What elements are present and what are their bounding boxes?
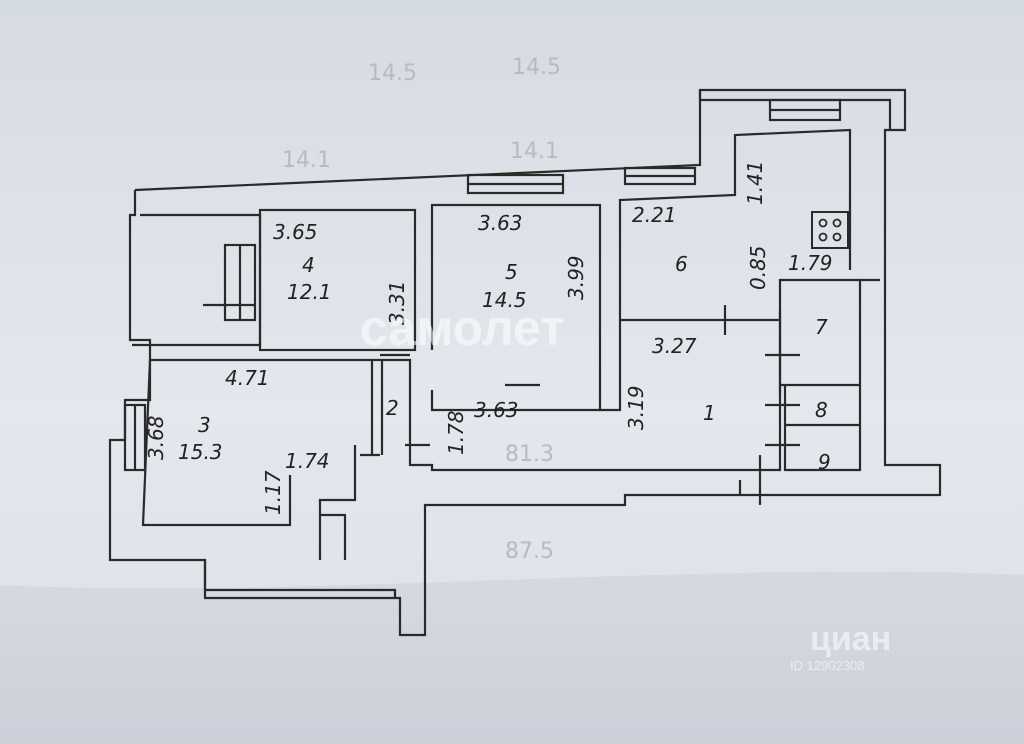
cian-watermark: циан ID 12902308 — [790, 620, 891, 673]
dimension-label: 1.79 — [788, 251, 833, 275]
room-5-area: 14.5 — [482, 288, 527, 312]
faint-figure: 81.3 — [505, 442, 554, 467]
room-8-number: 8 — [815, 398, 828, 422]
room-3-height: 3.68 — [144, 415, 168, 460]
room-4-height: 3.31 — [385, 280, 409, 325]
cian-logo-text: циан — [810, 620, 891, 658]
faint-figure: 87.5 — [505, 539, 554, 564]
faint-figure: 14.5 — [368, 61, 417, 86]
room-5-number: 5 — [505, 260, 518, 284]
room-4-width: 3.65 — [273, 220, 318, 244]
room-4-area: 12.1 — [287, 280, 332, 304]
room-3-width: 4.71 — [225, 366, 270, 390]
room-5-height: 3.99 — [564, 255, 588, 300]
faint-figure: 14.1 — [510, 139, 559, 164]
dimension-label: 1.17 — [261, 470, 285, 515]
dimension-label: 1.78 — [444, 410, 468, 455]
dimension-label: 3.63 — [474, 398, 519, 422]
room-1-number: 1 — [703, 401, 716, 425]
samolet-watermark: самолет — [360, 300, 565, 356]
room-5-width: 3.63 — [478, 211, 523, 235]
room-3-area: 15.3 — [178, 440, 223, 464]
dimension-label: 0.85 — [746, 245, 770, 290]
room-3-number: 3 — [198, 413, 211, 437]
dimension-label: 1.74 — [285, 449, 330, 473]
listing-id-text: ID 12902308 — [790, 658, 864, 673]
room-9-number: 9 — [818, 450, 831, 474]
room-6-height: 1.41 — [743, 160, 767, 205]
walls — [108, 88, 942, 637]
faint-figure: 14.5 — [512, 55, 561, 80]
faint-figure: 14.1 — [282, 148, 331, 173]
room-1-height: 3.19 — [624, 385, 648, 430]
stove-icon — [811, 211, 849, 249]
room-4-number: 4 — [302, 253, 315, 277]
paper-fold-shadow — [0, 571, 1024, 744]
room-7-number: 7 — [815, 315, 828, 339]
room-1-width: 3.27 — [652, 334, 697, 358]
room-6-width: 2.21 — [632, 203, 677, 227]
room-2-number: 2 — [386, 396, 399, 420]
room-6-number: 6 — [675, 252, 688, 276]
